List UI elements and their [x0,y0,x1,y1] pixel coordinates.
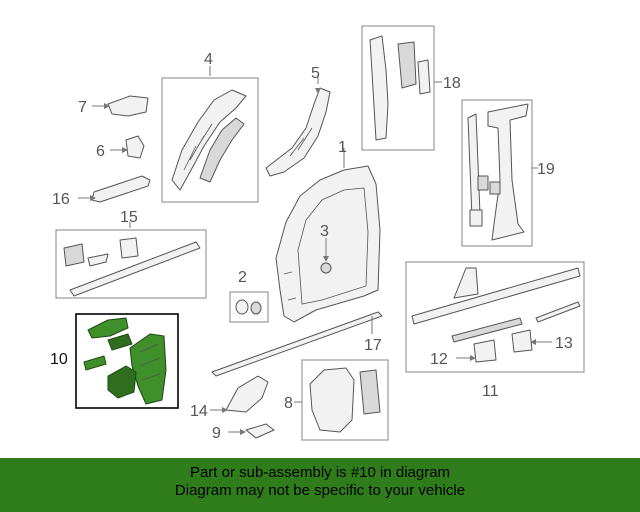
part-3-group[interactable]: 3 [320,223,332,274]
info-banner: Part or sub-assembly is #10 in diagram D… [0,458,640,512]
callout-2[interactable]: 2 [238,269,247,286]
part-11-rail [411,267,581,325]
part-1-group[interactable]: 1 [275,139,381,323]
part-4-shape-b [199,117,245,183]
callout-12[interactable]: 12 [430,351,448,368]
callout-15[interactable]: 15 [120,209,138,226]
part-14-shape [225,375,269,413]
callout-9[interactable]: 9 [212,425,221,442]
part-15-rail [69,241,201,297]
part-7-group[interactable]: 7 [78,95,149,117]
callout-16[interactable]: 16 [52,191,70,208]
part-10-shape-e [107,365,137,399]
callout-8[interactable]: 8 [284,395,293,412]
callout-14[interactable]: 14 [190,403,208,420]
part-8-shape-a [309,367,355,433]
banner-line-1: Part or sub-assembly is #10 in diagram [189,464,451,481]
part-6-group[interactable]: 6 [96,135,145,160]
part-4-shape-a [171,89,247,191]
part-5-shape [265,87,331,177]
part-10-shape-c [83,355,107,371]
callout-4[interactable]: 4 [204,51,213,68]
callout-7[interactable]: 7 [78,99,87,116]
part-14-group[interactable]: 14 [190,375,269,420]
part-17-strip [211,311,383,377]
part-16-shape [91,175,151,203]
part-13-group[interactable]: 13 [530,335,573,352]
part-12-shape [473,339,497,363]
part-2-group[interactable]: 2 [229,269,269,323]
callout-18[interactable]: 18 [443,75,461,92]
part-17-group[interactable]: 17 [211,311,383,377]
callout-17[interactable]: 17 [364,337,382,354]
callout-5[interactable]: 5 [311,65,320,82]
callout-19[interactable]: 19 [537,161,555,178]
part-6-shape [125,135,145,159]
part-5-group[interactable]: 5 [265,65,331,177]
part-18-shape-b [397,41,417,89]
part-18-shape-a [369,35,389,141]
callout-1[interactable]: 1 [338,139,347,156]
part-4-group[interactable]: 4 [161,51,259,203]
callout-6[interactable]: 6 [96,143,105,160]
callout-3[interactable]: 3 [320,223,329,240]
part-19-shape-b [487,103,529,241]
part-13-shape [511,329,533,353]
part-10-shape-a [87,317,129,339]
part-18-shape-c [417,59,431,95]
part-3-grommet [320,262,332,274]
part-8-shape-b [359,369,381,415]
part-9-group[interactable]: 9 [212,423,275,442]
part-8-group[interactable]: 8 [284,359,389,441]
part-12-group[interactable]: 12 [430,351,476,368]
part-10-group[interactable]: 10 [50,313,179,409]
parts-diagram: 4 5 18 19 7 6 [50,25,585,442]
part-19-group[interactable]: 19 [461,99,555,247]
part-16-group[interactable]: 16 [52,175,151,208]
part-18-group[interactable]: 18 [361,25,461,151]
callout-11[interactable]: 11 [482,383,499,400]
callout-13[interactable]: 13 [555,335,573,352]
part-15-group[interactable]: 15 [55,209,207,299]
part-11-group[interactable]: 11 [405,261,585,400]
part-9-shape [245,423,275,439]
part-7-shape [107,95,149,117]
banner-line-2: Diagram may not be specific to your vehi… [174,482,466,499]
part-1-shape [275,165,381,323]
callout-10[interactable]: 10 [50,351,68,368]
part-10-shape-b [107,333,133,351]
